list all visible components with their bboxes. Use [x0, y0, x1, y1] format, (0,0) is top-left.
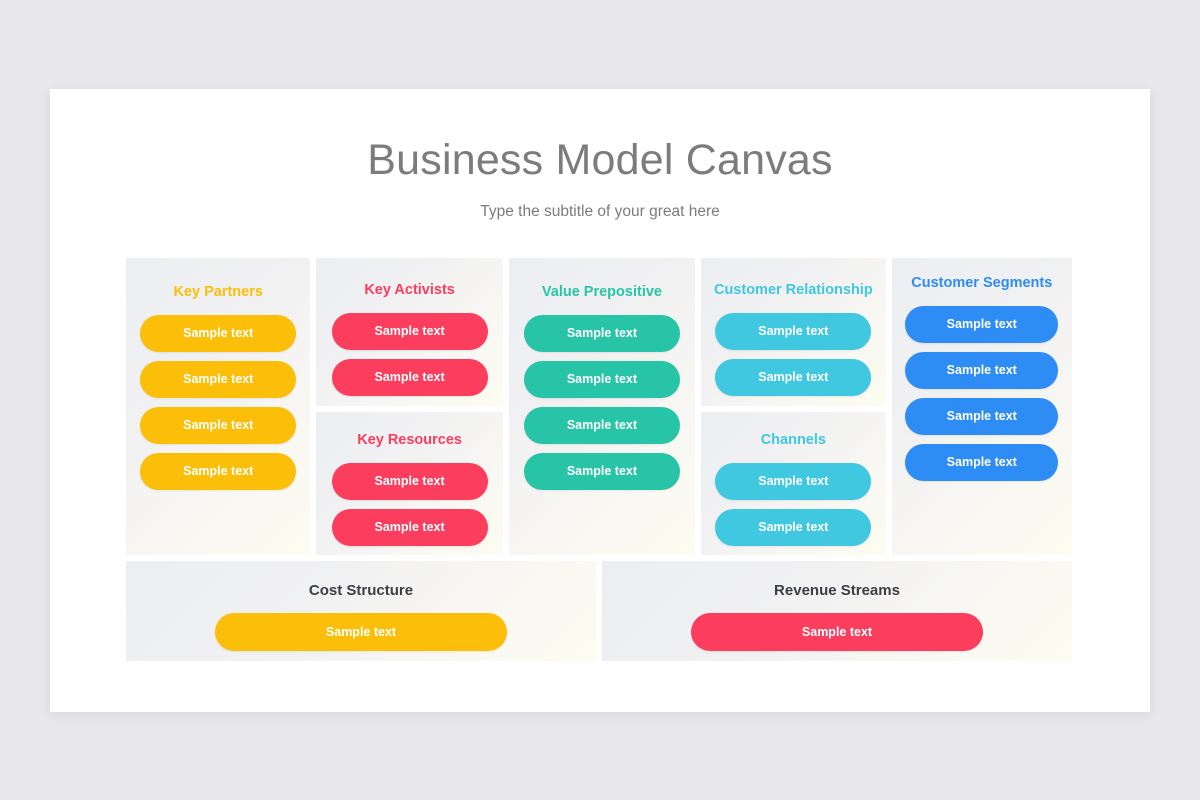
canvas-column-customer-segments: Customer Segments Sample text Sample tex…	[891, 258, 1073, 555]
canvas-bottom-row: Cost Structure Sample text Revenue Strea…	[126, 561, 1072, 661]
pill-key-partners-3[interactable]: Sample text	[140, 406, 297, 444]
pill-customer-segments-4[interactable]: Sample text	[905, 443, 1059, 481]
pill-channels-2[interactable]: Sample text	[715, 508, 872, 546]
pill-key-activists-1[interactable]: Sample text	[331, 312, 488, 350]
pill-key-activists-2[interactable]: Sample text	[331, 358, 488, 396]
panel-customer-relationship: Customer Relationship Sample text Sample…	[701, 258, 886, 406]
slide-card: Business Model Canvas Type the subtitle …	[50, 89, 1150, 712]
pill-customer-relationship-1[interactable]: Sample text	[715, 312, 872, 350]
pill-revenue-streams-1[interactable]: Sample text	[691, 612, 983, 651]
canvas-column-key-partners: Key Partners Sample text Sample text Sam…	[126, 258, 311, 555]
pill-list-channels: Sample text Sample text	[701, 462, 885, 546]
panel-title-cost-structure: Cost Structure	[308, 582, 414, 599]
panel-key-activists: Key Activists Sample text Sample text	[316, 258, 503, 406]
panel-title-key-partners: Key Partners	[173, 284, 263, 300]
pill-key-partners-2[interactable]: Sample text	[140, 360, 297, 398]
pill-list-value-prepositive: Sample text Sample text Sample text Samp…	[509, 314, 695, 490]
pill-customer-segments-2[interactable]: Sample text	[905, 351, 1059, 389]
canvas-column-customer-relationship-channels: Customer Relationship Sample text Sample…	[701, 258, 886, 555]
panel-revenue-streams: Revenue Streams Sample text	[602, 561, 1072, 661]
canvas-column-value-prepositive: Value Prepositive Sample text Sample tex…	[508, 258, 696, 555]
pill-customer-relationship-2[interactable]: Sample text	[715, 358, 872, 396]
panel-title-value-prepositive: Value Prepositive	[541, 284, 662, 300]
pill-customer-segments-1[interactable]: Sample text	[905, 305, 1059, 343]
page-title: Business Model Canvas	[367, 136, 833, 184]
pill-list-customer-segments: Sample text Sample text Sample text Samp…	[892, 305, 1072, 481]
pill-list-key-activists: Sample text Sample text	[316, 312, 502, 396]
panel-key-partners: Key Partners Sample text Sample text Sam…	[126, 258, 311, 555]
pill-cost-structure-1[interactable]: Sample text	[215, 612, 507, 651]
pill-list-key-partners: Sample text Sample text Sample text Samp…	[126, 314, 310, 490]
pill-value-prepositive-3[interactable]: Sample text	[523, 406, 680, 444]
panel-title-revenue-streams: Revenue Streams	[774, 582, 900, 599]
canvas-column-key-activists-resources: Key Activists Sample text Sample text Ke…	[316, 258, 503, 555]
page-subtitle: Type the subtitle of your great here	[480, 203, 720, 221]
pill-value-prepositive-4[interactable]: Sample text	[523, 452, 680, 490]
panel-title-key-activists: Key Activists	[364, 282, 455, 298]
canvas-top-row: Key Partners Sample text Sample text Sam…	[126, 258, 1073, 555]
pill-list-customer-relationship: Sample text Sample text	[701, 312, 885, 396]
panel-key-resources: Key Resources Sample text Sample text	[316, 412, 503, 555]
pill-key-partners-4[interactable]: Sample text	[140, 452, 297, 490]
panel-channels: Channels Sample text Sample text	[701, 412, 886, 555]
title-block: Business Model Canvas Type the subtitle …	[50, 89, 1150, 221]
panel-value-prepositive: Value Prepositive Sample text Sample tex…	[508, 258, 696, 555]
pill-key-resources-2[interactable]: Sample text	[331, 508, 488, 546]
panel-title-channels: Channels	[760, 432, 826, 448]
panel-cost-structure: Cost Structure Sample text	[126, 561, 596, 661]
panel-title-customer-relationship: Customer Relationship	[713, 282, 873, 298]
panel-title-customer-segments: Customer Segments	[911, 275, 1053, 291]
panel-customer-segments: Customer Segments Sample text Sample tex…	[891, 258, 1073, 555]
business-model-canvas-grid: Key Partners Sample text Sample text Sam…	[126, 258, 1073, 661]
pill-key-resources-1[interactable]: Sample text	[331, 462, 488, 500]
pill-list-key-resources: Sample text Sample text	[316, 462, 502, 546]
panel-title-key-resources: Key Resources	[357, 432, 462, 448]
pill-customer-segments-3[interactable]: Sample text	[905, 397, 1059, 435]
pill-value-prepositive-1[interactable]: Sample text	[523, 314, 680, 352]
pill-key-partners-1[interactable]: Sample text	[140, 314, 297, 352]
pill-value-prepositive-2[interactable]: Sample text	[523, 360, 680, 398]
pill-channels-1[interactable]: Sample text	[715, 462, 872, 500]
